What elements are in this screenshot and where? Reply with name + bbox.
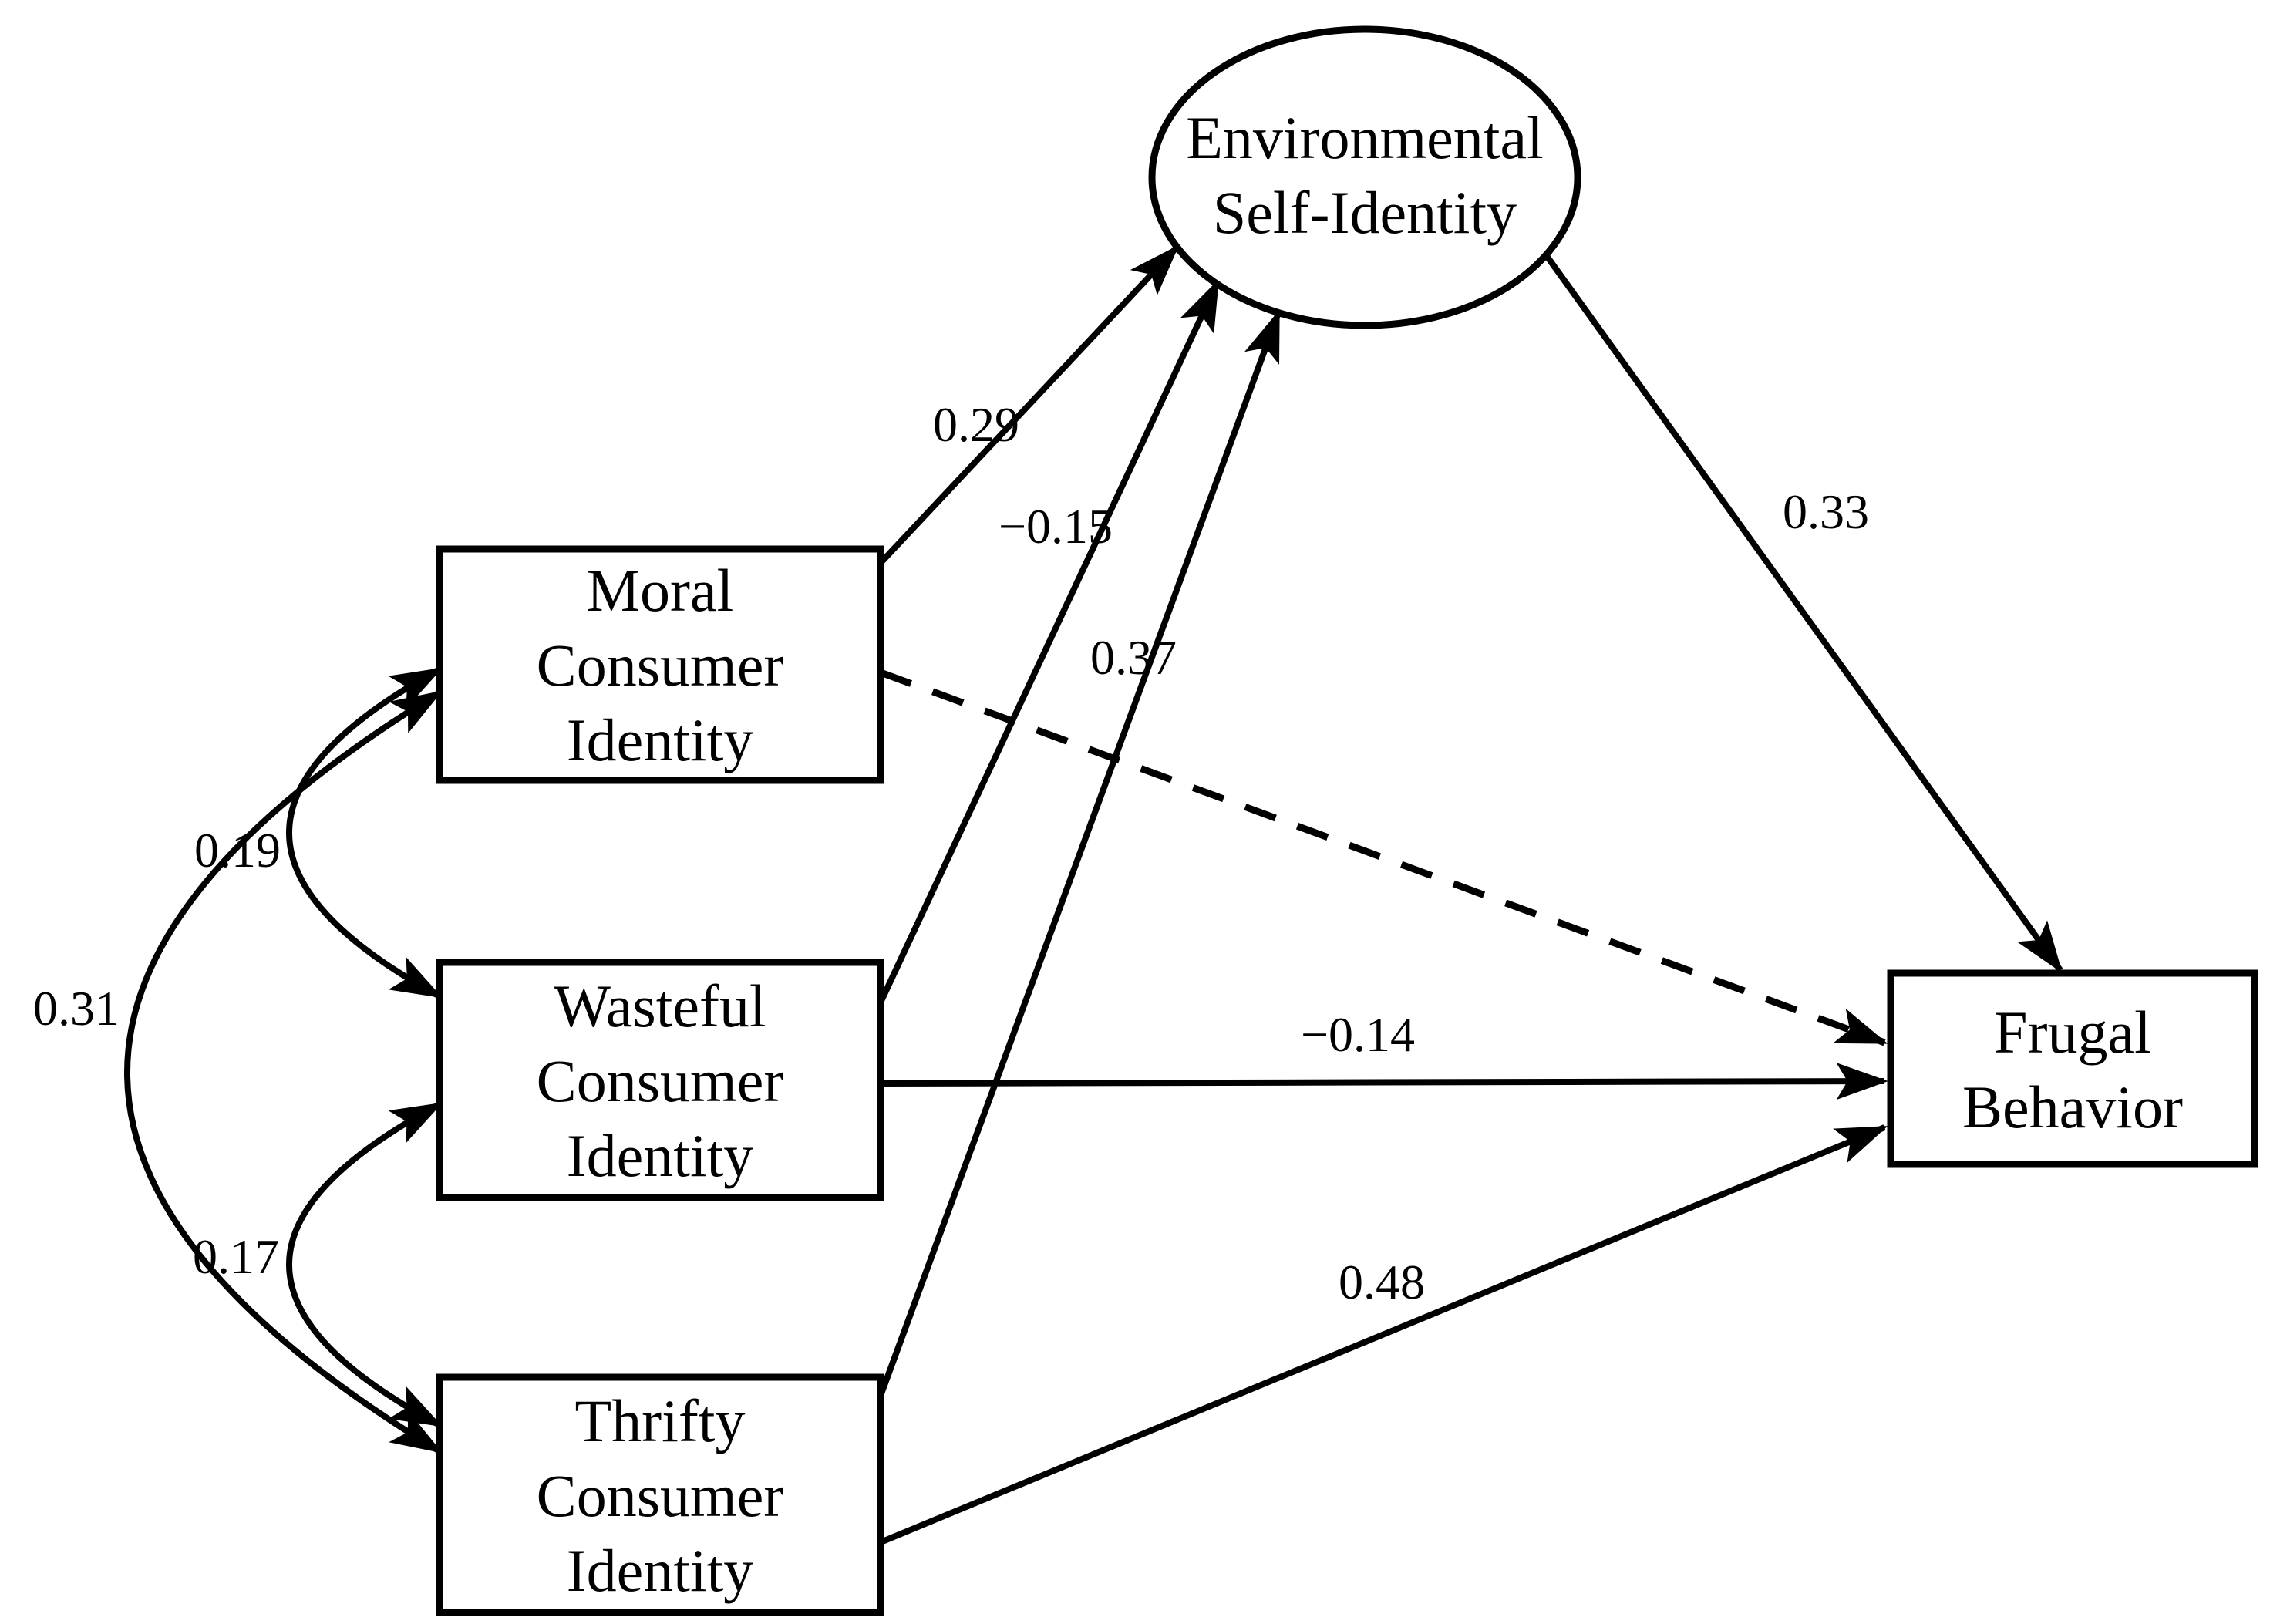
node-moral-label-line1: Moral <box>587 557 734 624</box>
node-environmental-self-identity <box>1148 25 1581 329</box>
node-frugal-behavior <box>1887 969 2258 1168</box>
node-esi-label-line2: Self-Identity <box>1213 179 1517 246</box>
node-moral-label-line3: Identity <box>567 706 754 773</box>
node-thrifty-label-line1: Thrifty <box>575 1387 746 1454</box>
node-frugal-label-line2: Behavior <box>1962 1073 2183 1141</box>
coefficient-corr-wasteful-thrifty: 0.17 <box>193 1229 279 1284</box>
path-moral-to-esi <box>878 244 1180 565</box>
path-esi-to-frugal <box>1544 254 2063 973</box>
node-thrifty-consumer-identity <box>436 1373 884 1616</box>
coefficient-wasteful-esi: −0.15 <box>999 499 1113 554</box>
path-thrifty-to-esi <box>877 309 1282 1397</box>
path-wasteful-to-frugal <box>880 1063 1888 1100</box>
coefficient-moral-esi: 0.29 <box>933 397 1019 452</box>
path-moral-to-frugal-dashed <box>879 669 1888 1046</box>
coefficient-corr-moral-thrifty: 0.31 <box>33 981 120 1036</box>
correlation-arc-moral-thrifty <box>124 689 443 1454</box>
coefficient-corr-moral-wasteful: 0.19 <box>194 823 281 878</box>
coefficient-thrifty-esi: 0.37 <box>1090 630 1177 685</box>
node-thrifty-label-line2: Consumer <box>537 1462 784 1529</box>
node-wasteful-consumer-identity <box>436 959 884 1201</box>
node-wasteful-label-line2: Consumer <box>537 1047 784 1114</box>
node-moral-consumer-identity <box>436 545 884 784</box>
node-wasteful-label-line3: Identity <box>567 1122 754 1189</box>
path-wasteful-to-esi <box>877 278 1221 1004</box>
coefficient-esi-frugal: 0.33 <box>1783 484 1869 539</box>
node-wasteful-label-line1: Wasteful <box>554 972 766 1039</box>
coefficient-wasteful-frugal: −0.14 <box>1301 1007 1415 1062</box>
correlation-arc-wasteful-thrifty <box>286 1101 443 1428</box>
node-esi-label-line1: Environmental <box>1186 104 1544 171</box>
coefficient-thrifty-frugal: 0.48 <box>1339 1255 1425 1309</box>
correlation-arc-moral-wasteful <box>286 666 443 999</box>
node-thrifty-label-line3: Identity <box>567 1537 754 1604</box>
node-frugal-label-line1: Frugal <box>1994 999 2151 1066</box>
node-moral-label-line2: Consumer <box>537 632 784 699</box>
path-thrifty-to-frugal <box>879 1124 1888 1545</box>
